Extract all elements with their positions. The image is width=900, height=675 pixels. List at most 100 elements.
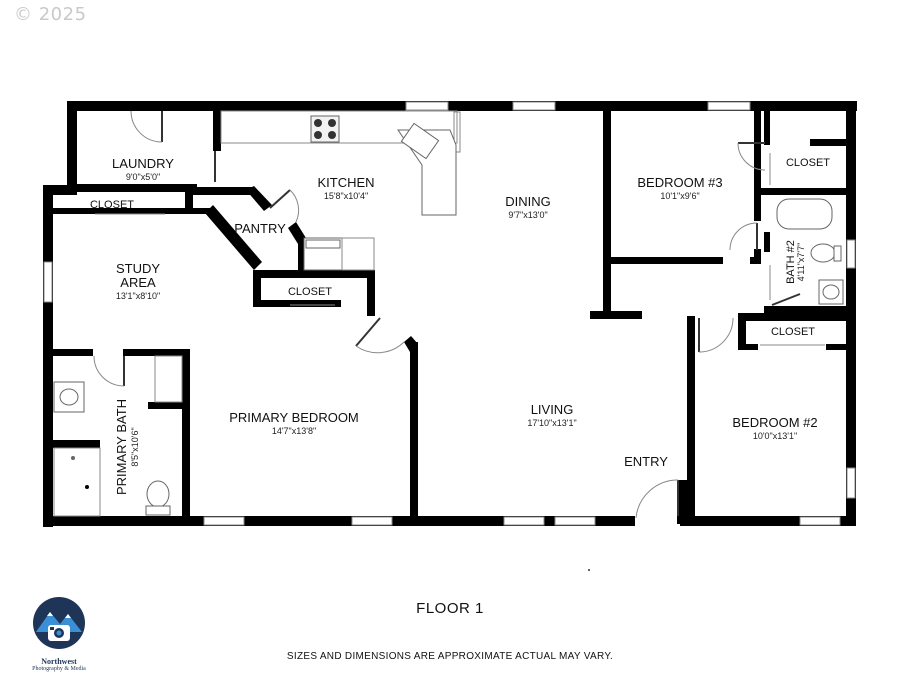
room-primary-bath-name: PRIMARY BATH bbox=[114, 399, 129, 495]
brand-name: Northwest bbox=[41, 657, 77, 666]
floor-title: FLOOR 1 bbox=[416, 600, 484, 617]
room-closet-b2-name: CLOSET bbox=[771, 326, 815, 338]
window bbox=[799, 516, 841, 526]
door bbox=[698, 317, 734, 353]
vanity-counter bbox=[154, 355, 183, 403]
wall-closetb3-left bbox=[764, 111, 770, 145]
bath-fixtures bbox=[53, 198, 844, 517]
wall-closet-post bbox=[185, 192, 193, 214]
wall-left-upper bbox=[67, 101, 77, 187]
window bbox=[503, 516, 545, 526]
room-kitchen-dims: 15'8"x10'4" bbox=[324, 191, 368, 201]
wall-b2-closet-top bbox=[738, 313, 846, 321]
room-laundry-dims: 9'0"x5'0" bbox=[126, 172, 160, 182]
door bbox=[729, 222, 758, 251]
room-bedroom2-dims: 10'0"x13'1" bbox=[753, 431, 797, 441]
kitchen-island bbox=[397, 129, 457, 216]
window bbox=[43, 261, 53, 303]
wall-pantry-diag2 bbox=[246, 186, 272, 211]
wall-bottom bbox=[43, 516, 635, 526]
wall-b2-left bbox=[687, 316, 695, 522]
door bbox=[130, 110, 163, 143]
wall-b2-closet-left bbox=[738, 313, 746, 350]
room-study-dims: 13'1"x8'10" bbox=[116, 291, 160, 301]
room-living-dims: 17'10"x13'1" bbox=[527, 418, 576, 428]
shower-icon bbox=[53, 447, 101, 517]
door bbox=[269, 189, 300, 223]
room-bedroom3-name: BEDROOM #3 bbox=[637, 175, 722, 190]
brand-logo: Northwest Photography & Media bbox=[28, 596, 90, 672]
window bbox=[554, 516, 596, 526]
wall-b3-left bbox=[603, 111, 611, 319]
brand-tagline: Photography & Media bbox=[32, 666, 86, 672]
wall-pbath-mid bbox=[148, 402, 186, 409]
room-pantry-name: PANTRY bbox=[234, 221, 286, 236]
room-bedroom3-dims: 10'1"x9'6" bbox=[660, 191, 699, 201]
wall-bed-living bbox=[410, 342, 418, 522]
wall-study-closet bbox=[53, 208, 213, 214]
toilet-icon bbox=[145, 480, 171, 516]
bathtub-icon bbox=[776, 198, 833, 230]
wall-pantry-diag1 bbox=[205, 205, 262, 270]
wall-pbath-right bbox=[182, 349, 190, 519]
window bbox=[351, 516, 393, 526]
door bbox=[737, 142, 766, 171]
wall-b2-closet-bottom bbox=[738, 344, 758, 350]
sink-icon bbox=[818, 279, 844, 305]
wall-b3-right bbox=[754, 111, 761, 221]
wall-right bbox=[846, 101, 856, 526]
wall-left bbox=[43, 185, 53, 527]
stove-icon bbox=[310, 115, 340, 143]
wall-closet-left bbox=[253, 270, 261, 306]
sink-icon bbox=[53, 381, 85, 413]
room-closet-primary-name: CLOSET bbox=[288, 286, 332, 298]
wall-laundry-kitchen bbox=[213, 111, 221, 151]
wall-closet-right bbox=[367, 270, 375, 316]
wall-step bbox=[43, 185, 77, 195]
copyright-watermark: © 2025 bbox=[14, 4, 87, 25]
walls bbox=[43, 101, 857, 527]
room-living-name: LIVING bbox=[531, 402, 574, 417]
wall-b3-right2 bbox=[754, 249, 761, 262]
room-primary-bedroom-dims: 14'7"x13'8" bbox=[272, 426, 316, 436]
kitchen-fixtures bbox=[220, 110, 458, 271]
room-primary-bedroom-name: PRIMARY BEDROOM bbox=[229, 410, 359, 425]
room-bath2-name: BATH #2 bbox=[785, 240, 797, 284]
wall-closetb3-bottom bbox=[761, 188, 846, 195]
wall-closet-bottom bbox=[253, 300, 341, 307]
room-study-name-1: STUDY bbox=[116, 261, 160, 276]
window bbox=[405, 101, 449, 111]
wall-bath2-bottom bbox=[764, 306, 846, 313]
window bbox=[846, 467, 856, 499]
wall-closetb3-stub bbox=[810, 139, 846, 146]
door bbox=[355, 317, 405, 354]
door bbox=[93, 355, 125, 387]
wall-top bbox=[67, 101, 857, 111]
room-dining-name: DINING bbox=[505, 194, 551, 209]
wall-b2-closet-bottom2 bbox=[826, 344, 846, 350]
toilet-icon bbox=[810, 243, 842, 263]
room-bath2-dims: 4'11"x7'7" bbox=[796, 243, 806, 282]
wall-pbath-shower bbox=[53, 440, 100, 448]
stray-dot bbox=[588, 569, 590, 571]
closet-rods bbox=[95, 153, 825, 346]
disclaimer-text: SIZES AND DIMENSIONS ARE APPROXIMATE ACT… bbox=[286, 651, 614, 662]
room-closet-study-name: CLOSET bbox=[90, 199, 134, 211]
refrigerator-icon bbox=[303, 237, 375, 271]
kitchen-sink bbox=[400, 122, 440, 160]
room-labels: LAUNDRY 9'0"x5'0" KITCHEN 15'8"x10'4" DI… bbox=[90, 156, 830, 495]
doors bbox=[93, 110, 801, 519]
room-primary-bath-dims: 8'5"x10'6" bbox=[130, 427, 140, 466]
room-bedroom2-name: BEDROOM #2 bbox=[732, 415, 817, 430]
window bbox=[203, 516, 245, 526]
wall-b3-bottom bbox=[611, 257, 723, 264]
window bbox=[707, 101, 751, 111]
wall-pantry-v bbox=[298, 238, 306, 270]
room-entry-name: ENTRY bbox=[624, 454, 668, 469]
room-study-name-2: AREA bbox=[120, 275, 156, 290]
window bbox=[846, 239, 856, 269]
door bbox=[635, 479, 679, 519]
camera-mountain-logo-icon bbox=[33, 597, 85, 649]
room-kitchen-name: KITCHEN bbox=[317, 175, 374, 190]
kitchen-counter bbox=[220, 110, 458, 144]
